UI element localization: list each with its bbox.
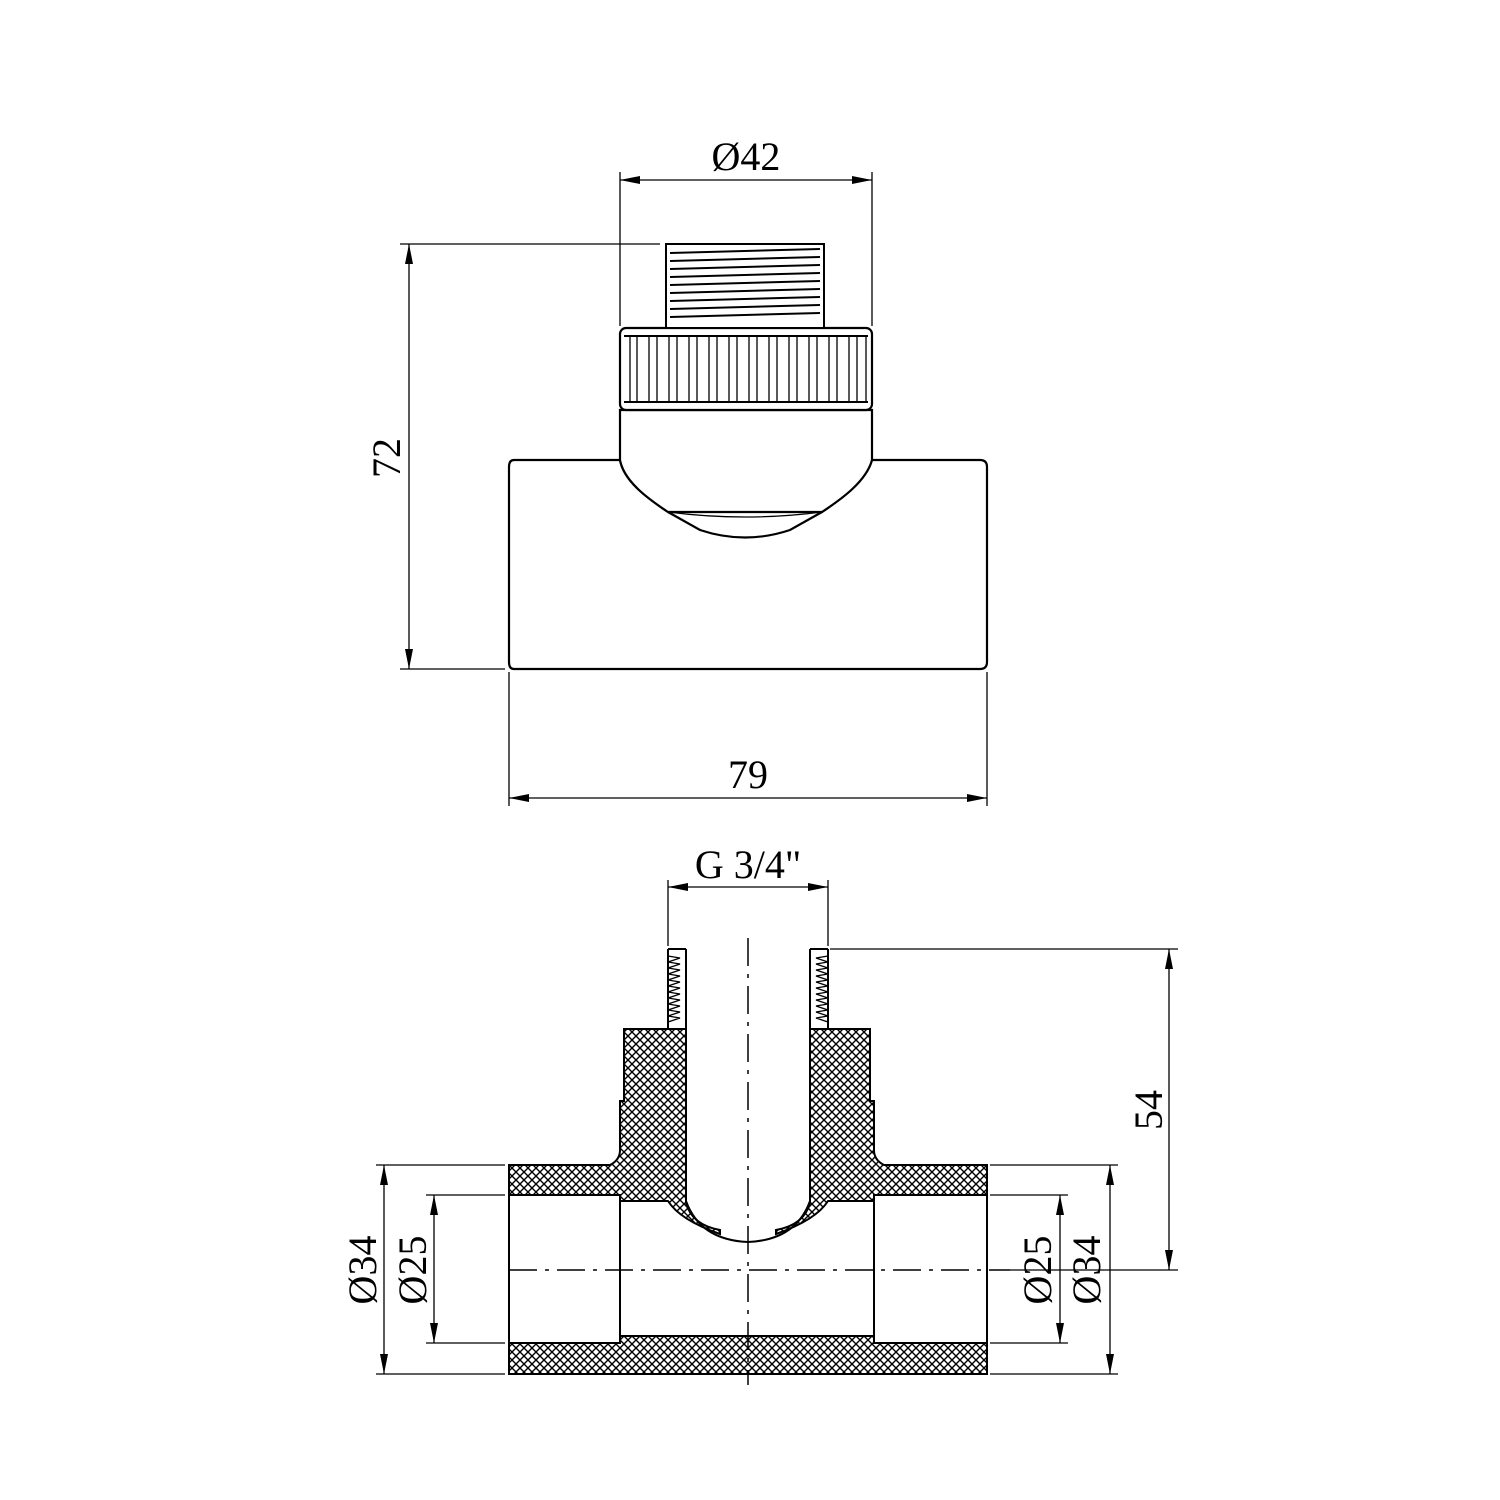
tee-body — [507, 458, 989, 671]
dimension-height: 72 — [364, 243, 660, 670]
dimension-left-inner: Ø25 — [390, 1194, 505, 1344]
dim-width-label: 79 — [728, 752, 768, 797]
dimension-thread: G 3/4" — [667, 842, 829, 946]
dimension-right-outer: Ø34 — [990, 1164, 1118, 1375]
knurled-collar — [618, 326, 874, 412]
dim-left-inner-label: Ø25 — [390, 1236, 435, 1305]
collar-ribs — [624, 335, 868, 403]
front-view: Ø42 72 79 — [364, 134, 989, 806]
dim-height-label: 72 — [364, 438, 409, 478]
dimension-width: 79 — [508, 672, 988, 806]
section-wall-top-left — [508, 1028, 721, 1236]
dim-right-inner-label: Ø25 — [1015, 1236, 1060, 1305]
dimension-left-outer: Ø34 — [340, 1164, 505, 1375]
dim-top-diameter-label: Ø42 — [712, 134, 781, 179]
dimension-top-diameter: Ø42 — [619, 134, 873, 326]
dim-branch-height-label: 54 — [1126, 1090, 1171, 1130]
section-view: G 3/4" 54 Ø34 Ø25 Ø25 Ø34 — [340, 842, 1178, 1385]
section-wall-top-right — [775, 1028, 988, 1236]
section-thread-right — [809, 948, 829, 1029]
dim-left-outer-label: Ø34 — [340, 1236, 385, 1305]
section-thread-left — [667, 948, 687, 1029]
dim-right-outer-label: Ø34 — [1064, 1236, 1109, 1305]
section-wall-bottom — [508, 1335, 988, 1375]
thread-lines — [669, 248, 821, 318]
collar-base — [618, 408, 874, 514]
dimension-branch-height: 54 — [830, 948, 1178, 1271]
dimension-right-inner: Ø25 — [990, 1194, 1068, 1344]
dim-thread-label: G 3/4" — [695, 842, 801, 887]
